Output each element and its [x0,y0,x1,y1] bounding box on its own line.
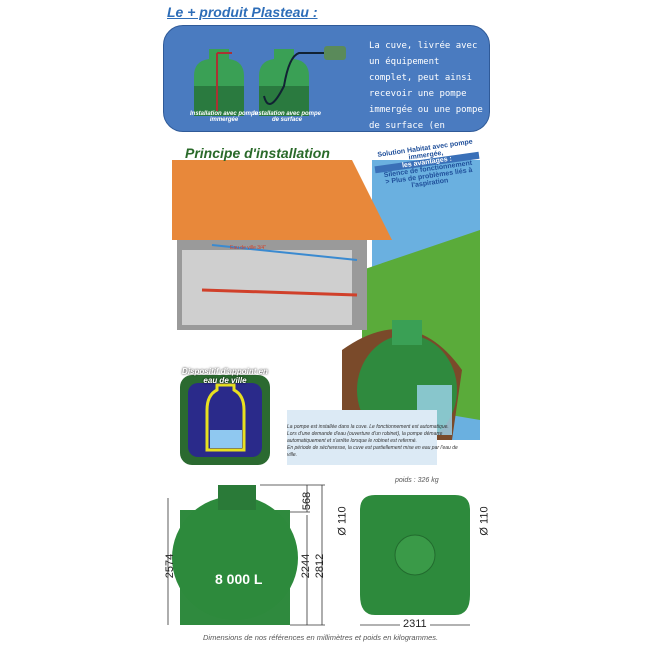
pump-options-illustration [194,46,346,116]
installation-note: La pompe est installée dans la cuve. Le … [287,424,467,459]
dim-neck: 568 [301,491,314,511]
caption-surface: Installation avec pompe de surface [252,111,322,123]
dim-total-height: 2574 [164,553,177,579]
tank-dimension-drawings [167,484,470,626]
dim-diameter-left: Ø 110 [336,506,349,536]
dim-overall: 2812 [314,553,327,579]
section-title: Le + produit Plasteau : [167,4,318,20]
installation-title: Principe d'installation [185,145,330,161]
label-eau-ville: Eau de ville 3/4" [230,245,266,251]
note-line: En période de sécheresse, la cuve est pa… [287,445,458,458]
dim-diameter-right: Ø 110 [478,506,491,536]
appoint-title: Dispositif d'appoint en eau de ville [182,367,268,385]
weight-label: poids : 326 kg [395,477,439,484]
note-line: Lors d'une demande d'eau (ouverture d'un… [287,431,443,444]
dimensions-caption: Dimensions de nos références en millimèt… [203,633,439,642]
dim-width: 2311 [400,618,430,630]
promo-box: Installation avec pompe immergée Install… [163,25,490,147]
note-line: La pompe est installée dans la cuve. Le … [287,424,449,430]
installation-illustration [172,160,480,470]
dim-body: 2244 [300,553,313,579]
volume-label: 8 000 L [215,571,263,587]
promo-text: La cuve, livrée avec un équipement compl… [369,41,483,147]
caption-immersed: Installation avec pompe immergée [189,111,259,123]
